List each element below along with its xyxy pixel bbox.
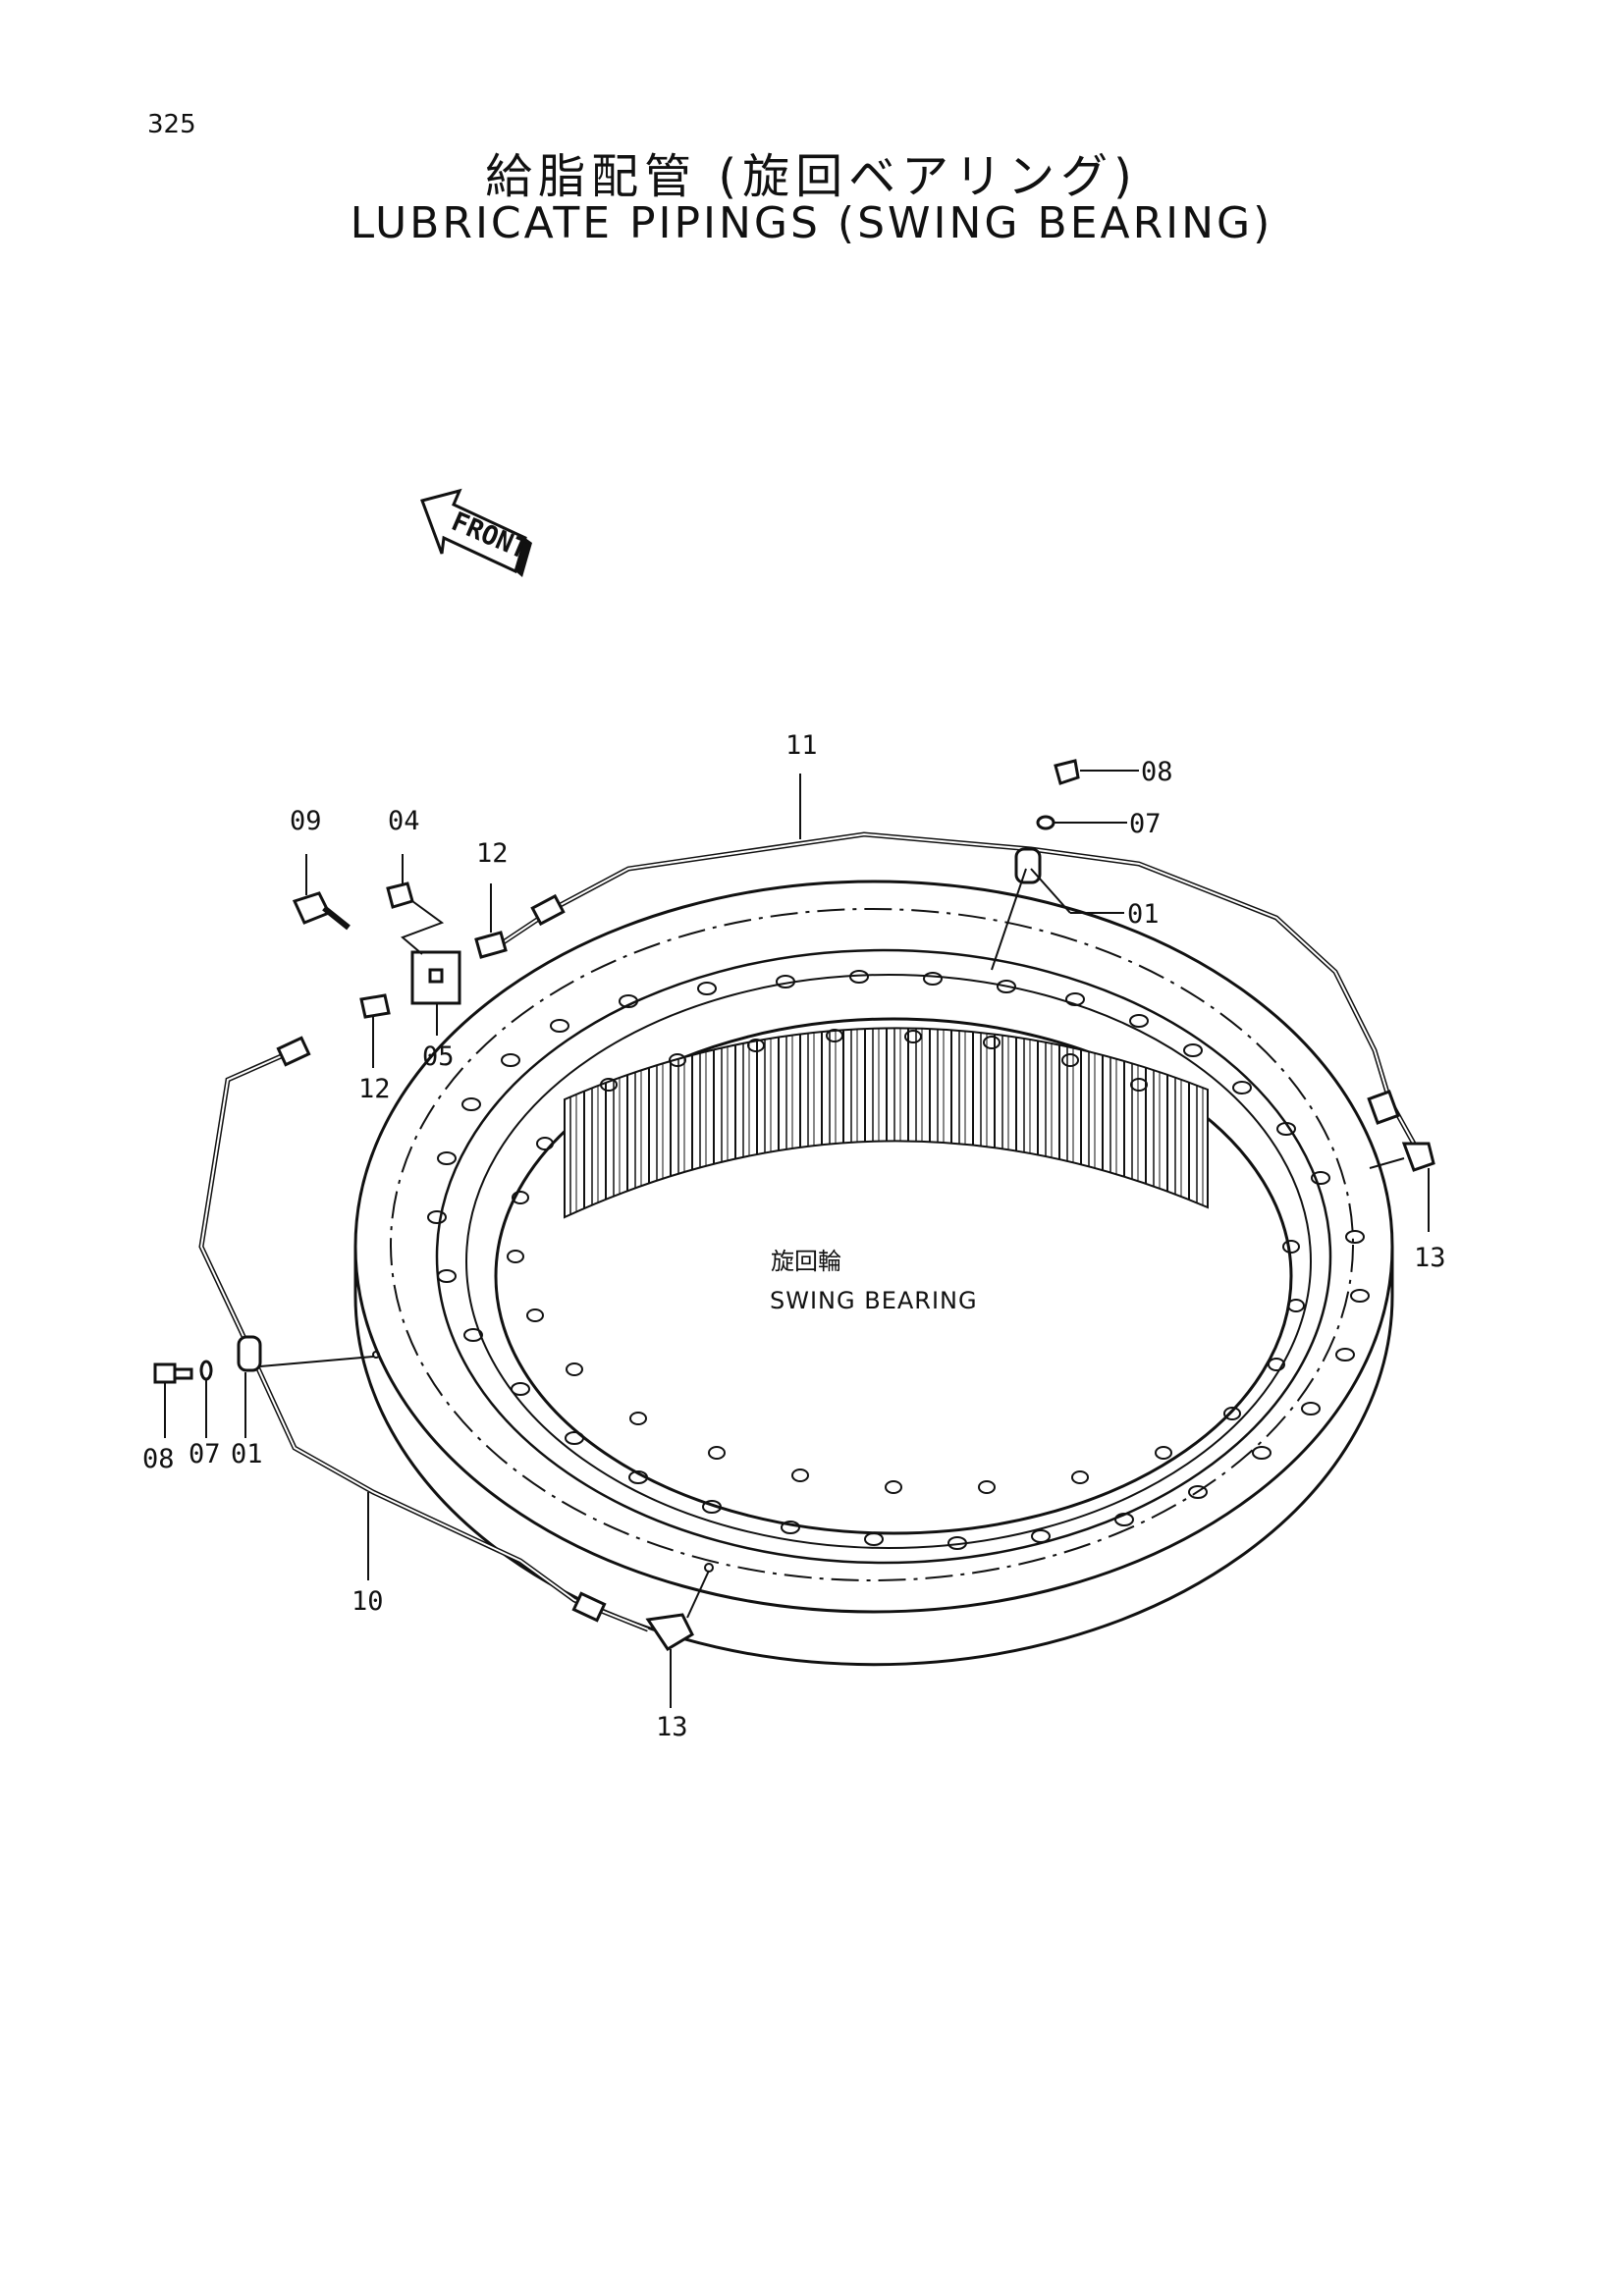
title-english: LUBRICATE PIPINGS (SWING BEARING) bbox=[350, 198, 1273, 248]
callout-04: 04 bbox=[388, 806, 420, 836]
swing-bearing bbox=[353, 880, 1394, 1667]
callout-01-left: 01 bbox=[231, 1439, 263, 1469]
front-arrow: FRONT bbox=[420, 488, 532, 577]
callout-10: 10 bbox=[352, 1586, 384, 1617]
leader-lines bbox=[164, 770, 1430, 1708]
bearing-name-en: SWING BEARING bbox=[770, 1287, 978, 1314]
callout-08-top: 08 bbox=[1141, 757, 1173, 787]
title-japanese: 給脂配管 (旋回ベアリング) bbox=[485, 149, 1138, 204]
callout-08-left: 08 bbox=[142, 1444, 175, 1474]
callout-07-left: 07 bbox=[189, 1439, 221, 1469]
pipe-11 bbox=[494, 831, 1417, 1146]
callout-09: 09 bbox=[290, 806, 322, 836]
callout-05: 05 bbox=[422, 1041, 455, 1072]
pipe-10 bbox=[198, 1047, 649, 1632]
callout-12-left: 12 bbox=[358, 1074, 391, 1104]
callout-11: 11 bbox=[785, 730, 818, 761]
callout-12-top: 12 bbox=[476, 838, 509, 869]
page-number: 325 bbox=[147, 110, 196, 139]
bearing-name-jp: 旋回輪 bbox=[771, 1248, 841, 1275]
fittings bbox=[153, 759, 1435, 1652]
callout-07-top: 07 bbox=[1129, 809, 1162, 839]
callout-13-right: 13 bbox=[1414, 1243, 1446, 1273]
callout-13-bottom: 13 bbox=[656, 1712, 688, 1742]
callout-01-right: 01 bbox=[1127, 899, 1160, 930]
